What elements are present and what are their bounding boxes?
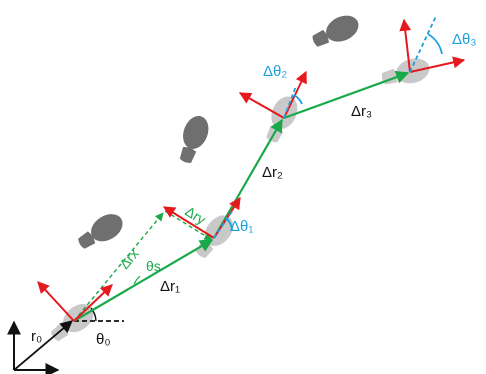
- label-delta-theta2: Δθ₂: [263, 63, 287, 80]
- label-theta0: θ₀: [96, 331, 111, 348]
- r0-vector: [13, 320, 73, 371]
- label-delta-theta1: Δθ₁: [230, 218, 253, 235]
- trajectory-path: [73, 70, 410, 322]
- footprint-light-2: [260, 92, 303, 147]
- label-delta-theta3: Δθ₃: [452, 31, 476, 48]
- footprint-dark-3: [308, 10, 363, 53]
- label-r0: r₀: [31, 328, 42, 345]
- footprint-dark-1: [73, 208, 128, 255]
- label-delta-rx: Δrx: [116, 246, 142, 272]
- label-theta-s: θs: [146, 258, 161, 274]
- delta-theta-indicators: [213, 15, 443, 239]
- theta0-reference: [74, 307, 124, 322]
- label-delta-r2: Δr₂: [262, 164, 283, 181]
- step-vector-2: [213, 118, 283, 239]
- footprint-dark-2: [173, 112, 213, 167]
- step-vector-3: [283, 70, 410, 120]
- world-axes: [6, 320, 73, 374]
- step-vector-1: [73, 239, 214, 322]
- label-delta-r1: Δr₁: [160, 278, 180, 295]
- label-delta-r3: Δr₃: [351, 103, 372, 120]
